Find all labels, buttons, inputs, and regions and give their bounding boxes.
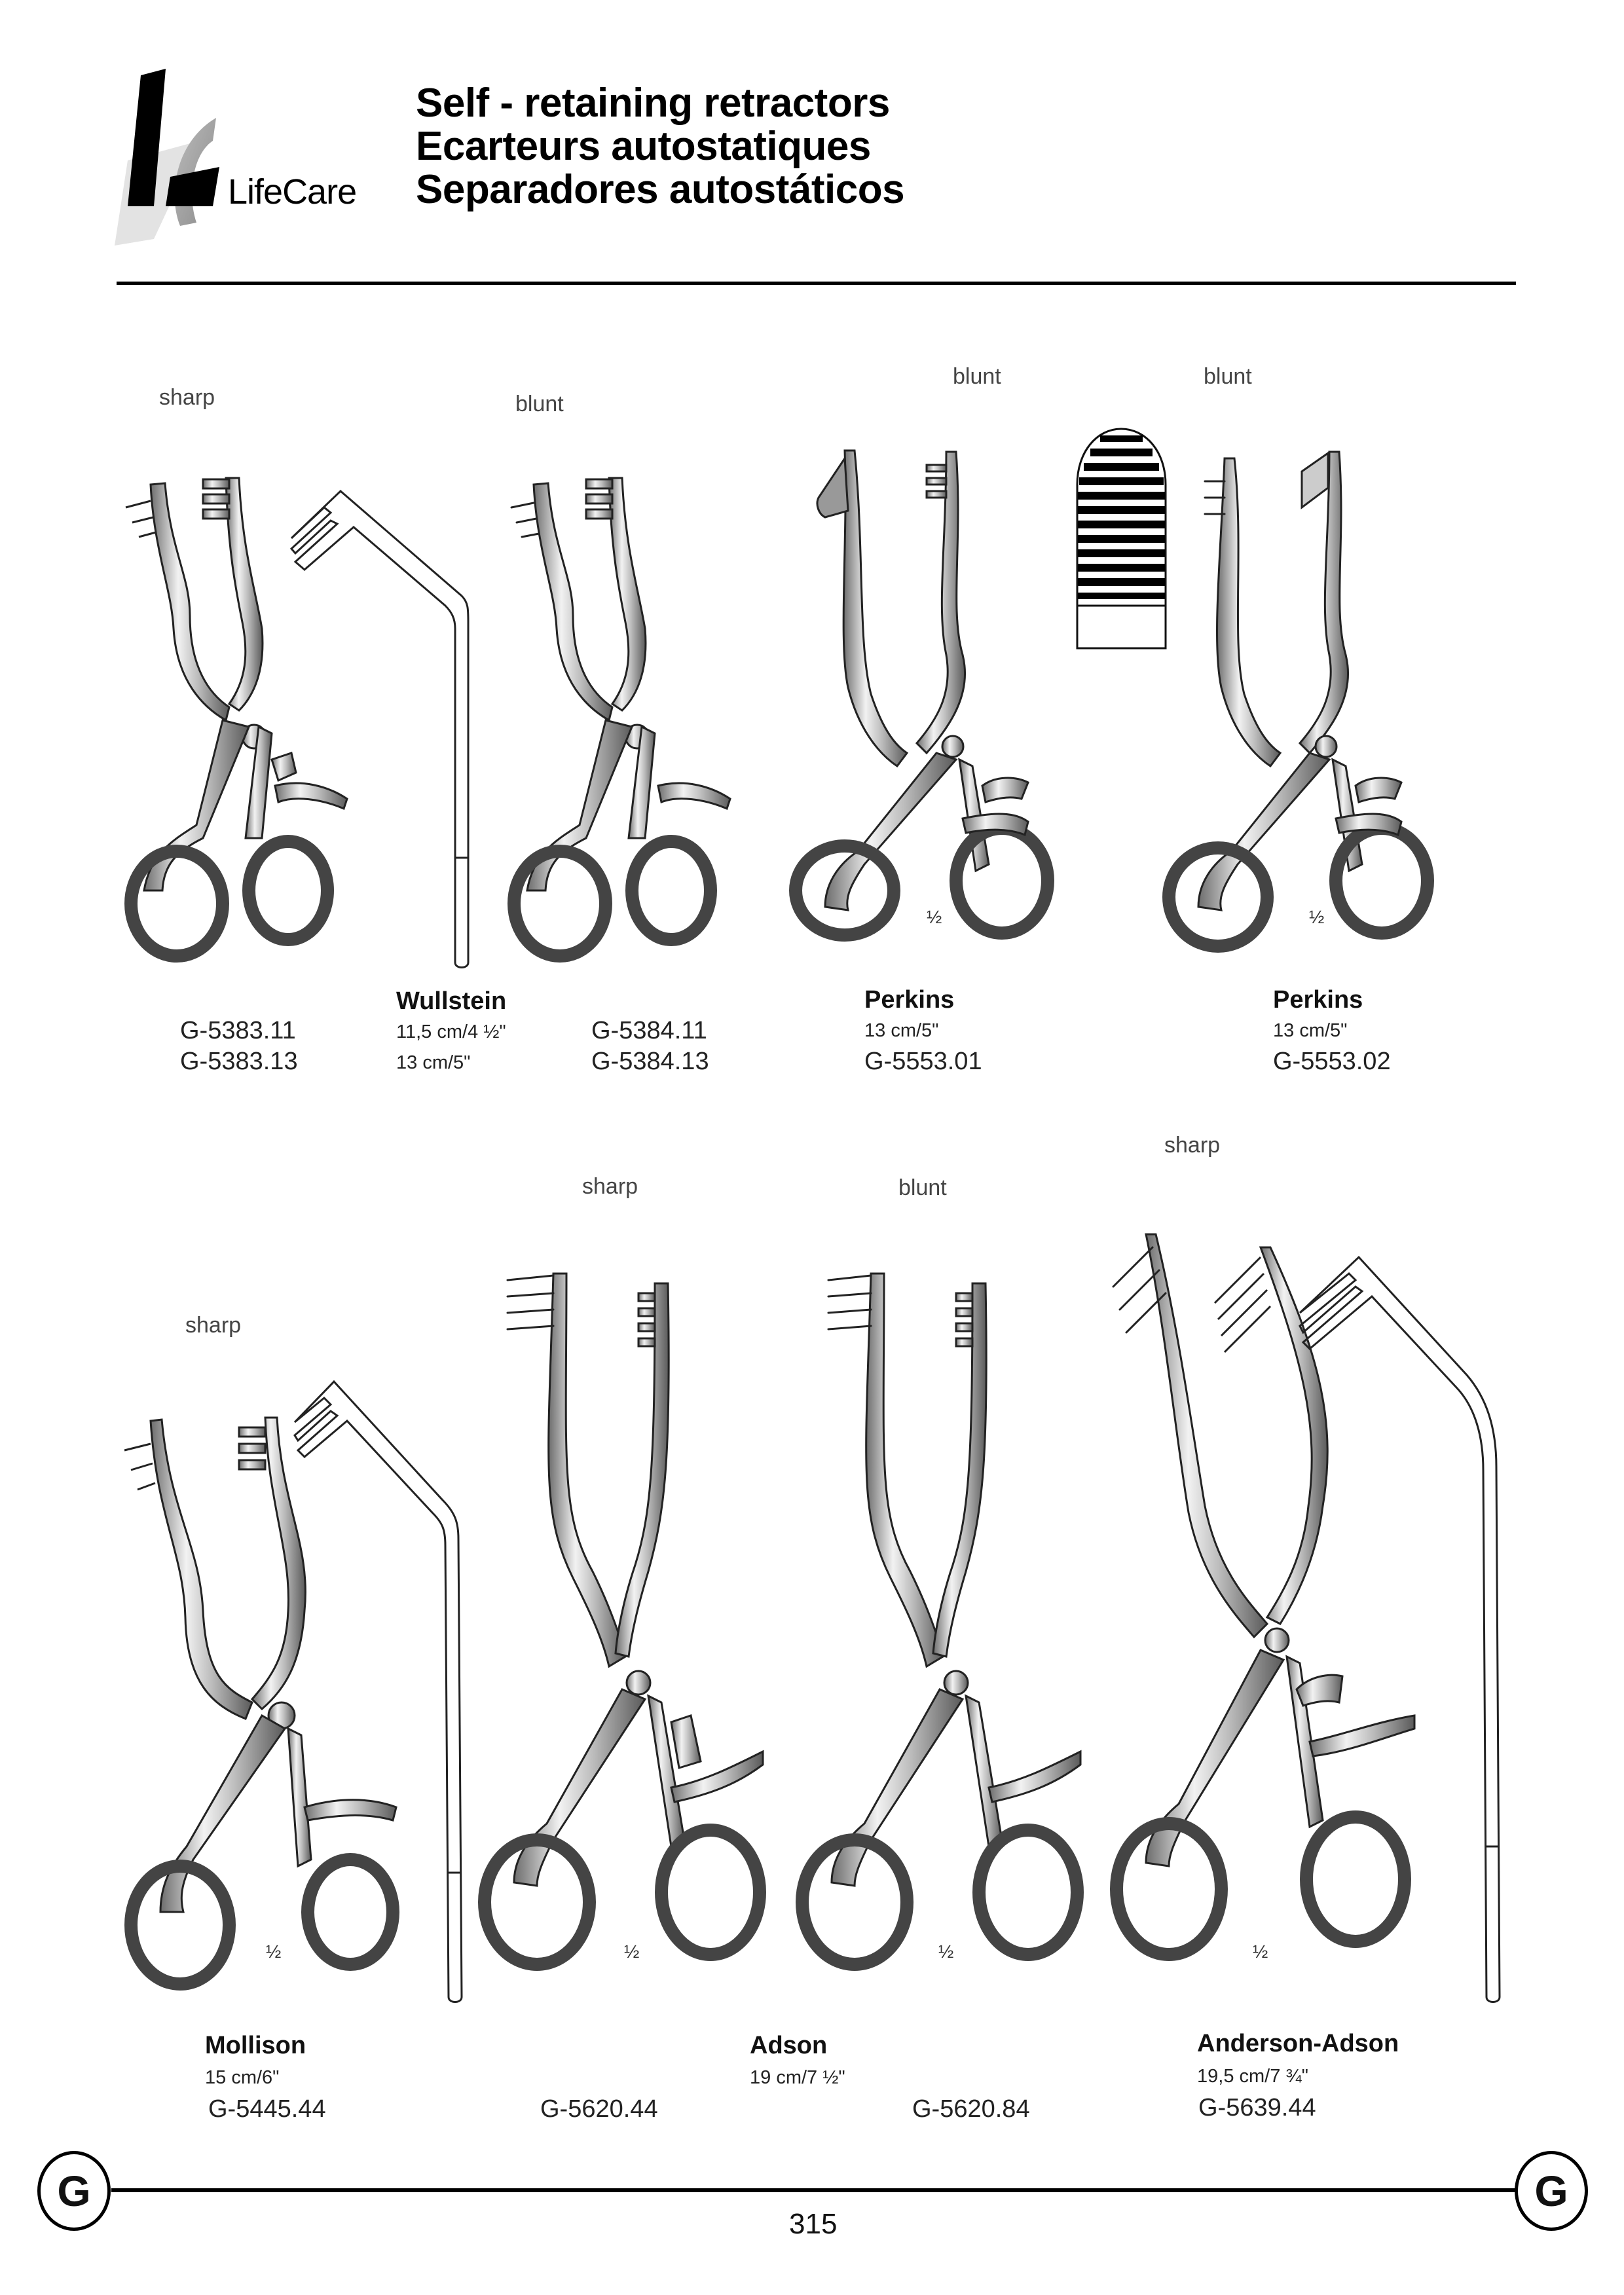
serrated-blade-detail-image (1076, 428, 1167, 650)
adson-blunt-retractor-image (796, 1272, 1084, 1971)
product-code: G-5383.11 (180, 1017, 296, 1044)
header-divider (117, 282, 1516, 285)
title-french: Ecarteurs autostatiques (416, 124, 871, 169)
tip-label-blunt: blunt (898, 1175, 947, 1200)
product-name-mollison: Mollison (205, 2032, 306, 2059)
brand-name: LifeCare (228, 172, 357, 211)
product-code: G-5620.84 (912, 2095, 1030, 2123)
wullstein-sharp-retractor-image (124, 477, 348, 963)
lifecare-logo-icon (115, 69, 219, 246)
perkins-02-retractor-image (1162, 450, 1434, 953)
product-code: G-5553.01 (864, 1048, 982, 1075)
product-code: G-5445.44 (208, 2095, 326, 2123)
footer-divider (111, 2188, 1516, 2192)
anderson-adson-retractor-image (1110, 1233, 1416, 1961)
anderson-adson-blade-diagram-image (1299, 1255, 1501, 2003)
perkins-01-retractor-image (789, 449, 1054, 942)
tip-label-blunt: blunt (953, 364, 1001, 389)
scale-half-mark: ½ (1309, 907, 1325, 927)
product-size: 13 cm/5" (1273, 1020, 1348, 1041)
product-code: G-5620.44 (540, 2095, 658, 2123)
product-code: G-5383.13 (180, 1048, 298, 1075)
title-english: Self - retaining retractors (416, 81, 890, 126)
product-size: 19,5 cm/7 ¾" (1197, 2066, 1308, 2087)
scale-half-mark: ½ (624, 1941, 640, 1962)
product-name-anderson-adson: Anderson-Adson (1197, 2030, 1399, 2057)
product-name-perkins: Perkins (864, 986, 955, 1014)
tip-label-sharp: sharp (159, 385, 215, 410)
product-size: 13 cm/5" (864, 1020, 939, 1041)
product-code: G-5553.02 (1273, 1048, 1391, 1075)
product-size: 11,5 cm/4 ½" (396, 1021, 506, 1042)
title-spanish: Separadores autostáticos (416, 167, 905, 212)
product-size: 19 cm/7 ½" (750, 2067, 845, 2088)
scale-half-mark: ½ (266, 1941, 282, 1962)
product-size: 13 cm/5" (396, 1052, 471, 1073)
tip-label-sharp: sharp (185, 1313, 242, 1338)
mollison-retractor-image (124, 1416, 399, 1991)
adson-sharp-retractor-image (478, 1272, 766, 1971)
product-name-perkins: Perkins (1273, 986, 1363, 1014)
tip-label-sharp: sharp (1164, 1133, 1221, 1158)
section-letter-left: G (37, 2151, 111, 2231)
page-number: 315 (789, 2208, 838, 2240)
tip-label-sharp: sharp (582, 1174, 638, 1199)
wullstein-blade-diagram-image (289, 489, 470, 968)
tip-label-blunt: blunt (515, 392, 564, 416)
wullstein-blunt-retractor-image (507, 477, 731, 963)
scale-half-mark: ½ (938, 1941, 954, 1962)
mollison-blade-diagram-image (293, 1380, 463, 2003)
scale-half-mark: ½ (927, 907, 942, 927)
product-name-adson: Adson (750, 2032, 828, 2059)
product-name-wullstein: Wullstein (396, 987, 507, 1015)
tip-label-blunt: blunt (1204, 364, 1252, 389)
scale-half-mark: ½ (1253, 1941, 1268, 1962)
product-code: G-5384.13 (591, 1048, 709, 1075)
section-letter-right: G (1515, 2151, 1588, 2231)
product-code: G-5384.11 (591, 1017, 707, 1044)
product-code: G-5639.44 (1198, 2094, 1316, 2121)
product-size: 15 cm/6" (205, 2067, 280, 2088)
